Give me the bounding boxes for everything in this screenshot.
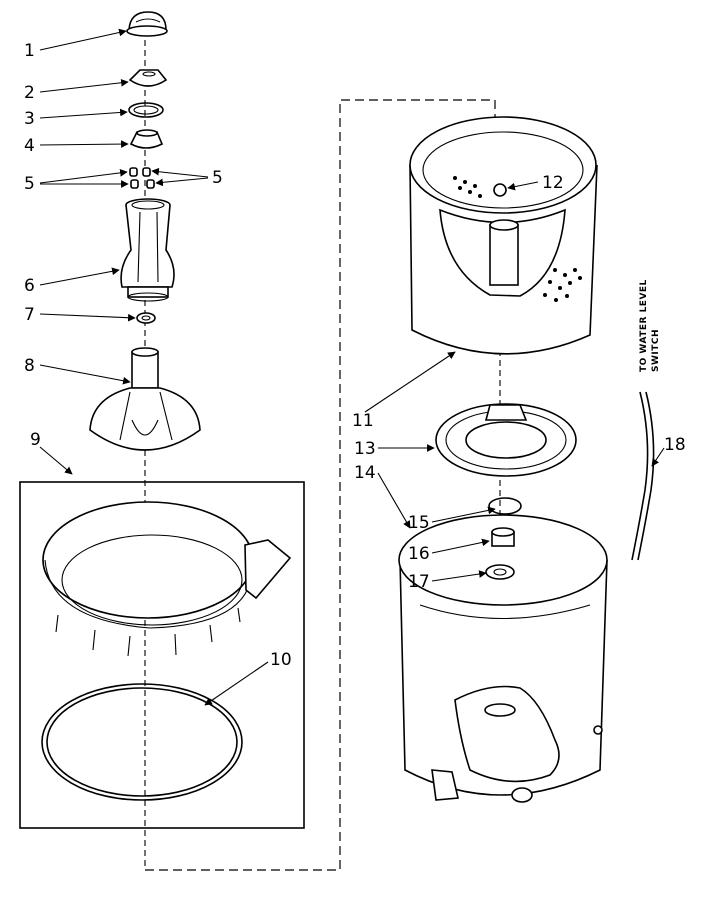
part-14-outer-tub — [398, 514, 608, 803]
annotation-line-1: TO WATER LEVEL — [639, 279, 649, 372]
callout-11: 11 — [352, 411, 374, 431]
part-17-seal — [485, 564, 515, 580]
callout-12: 12 — [542, 173, 564, 193]
part-6-agitator-barrel — [120, 198, 175, 302]
part-10-gasket — [41, 683, 243, 801]
part-11-spin-basket — [409, 116, 598, 355]
callout-14: 14 — [354, 463, 376, 483]
part-5-dogs — [129, 167, 155, 189]
leader-lines — [39, 28, 665, 706]
water-level-annotation: TO WATER LEVEL SWITCH — [639, 279, 661, 372]
part-7-seal — [136, 312, 156, 324]
callout-labels: 1 2 3 4 5 5 6 7 8 9 10 11 12 13 14 15 16… — [24, 41, 686, 670]
callout-8: 8 — [24, 356, 35, 376]
callout-2: 2 — [24, 83, 35, 103]
part-9-frame — [19, 481, 305, 829]
part-4-dog-housing — [129, 129, 164, 149]
callout-5-left: 5 — [24, 174, 35, 194]
part-agitator-cap — [126, 11, 168, 37]
annotation-line-2: SWITCH — [651, 329, 661, 372]
part-2-cam — [128, 69, 168, 87]
callout-16: 16 — [408, 544, 430, 564]
callout-15: 15 — [408, 513, 430, 533]
basket-perforations — [453, 176, 582, 302]
callout-18: 18 — [664, 435, 686, 455]
part-15-clip — [488, 497, 522, 515]
callout-5-right: 5 — [212, 168, 223, 188]
callout-1: 1 — [24, 41, 35, 61]
part-9-tub-ring — [42, 501, 292, 657]
part-3-ring — [128, 102, 164, 118]
part-8-agitator-base — [89, 347, 201, 451]
callout-7: 7 — [24, 305, 35, 325]
callout-4: 4 — [24, 136, 35, 156]
callout-3: 3 — [24, 109, 35, 129]
callout-10: 10 — [270, 650, 292, 670]
part-18-hose — [631, 391, 655, 561]
callout-9: 9 — [30, 430, 41, 450]
part-13-drive-ring — [435, 403, 577, 477]
callout-17: 17 — [408, 572, 430, 592]
callout-13: 13 — [354, 439, 376, 459]
callout-6: 6 — [24, 276, 35, 296]
part-16-hub — [491, 527, 515, 547]
